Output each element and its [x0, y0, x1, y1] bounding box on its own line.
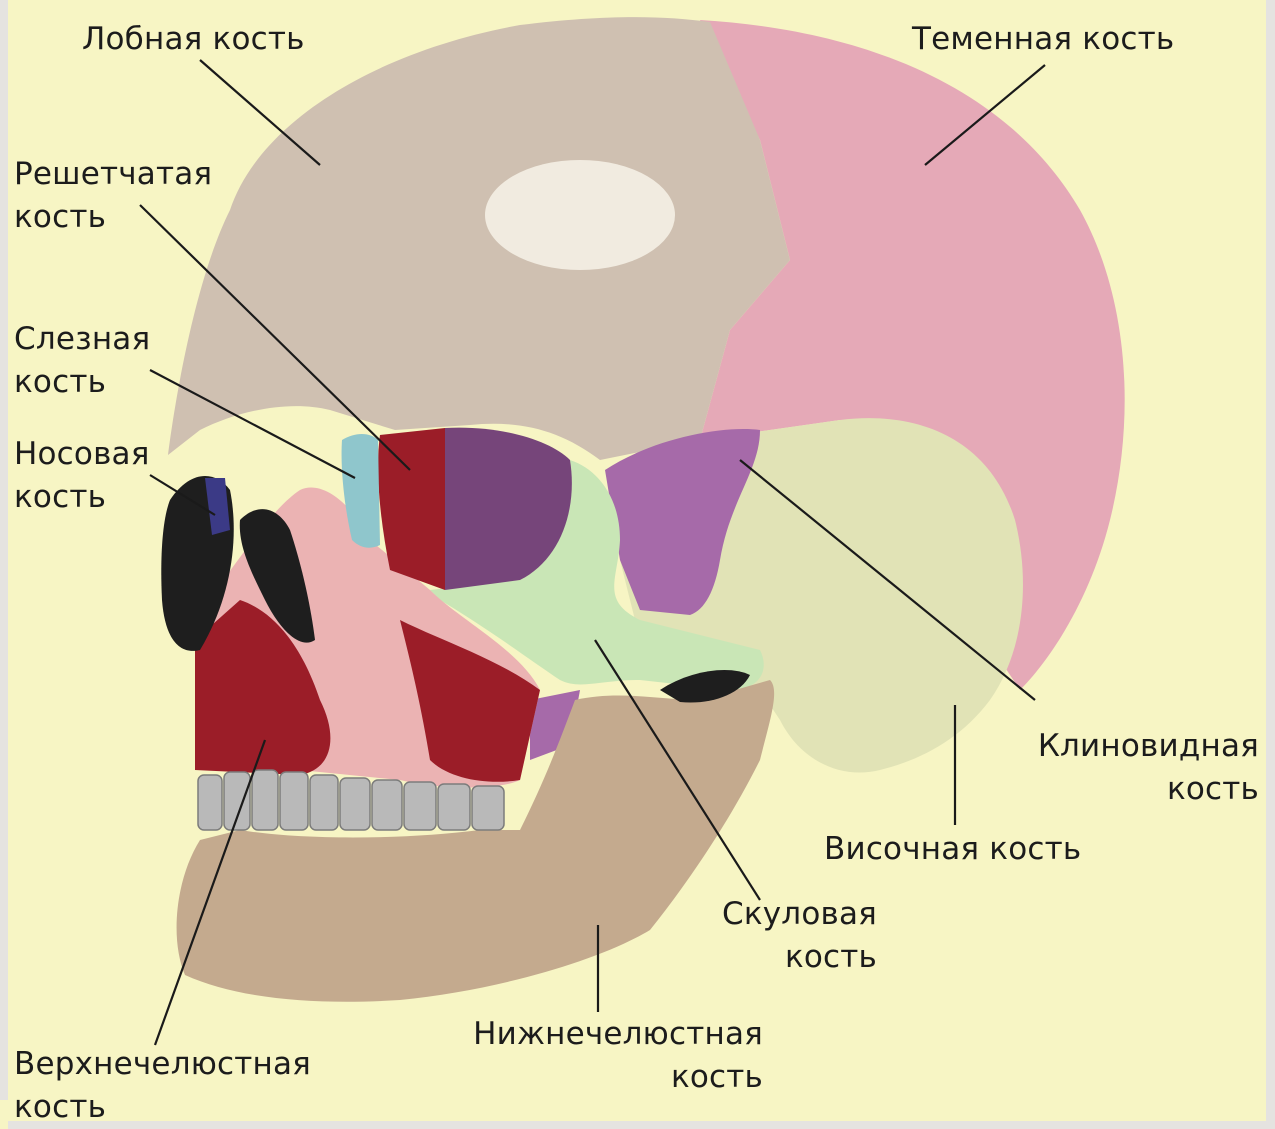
label-frontal-line1: Лобная кость	[82, 18, 305, 61]
label-mandible-bone: Нижнечелюстная кость	[455, 1013, 763, 1099]
label-nasal-bone: Носовая кость	[14, 433, 150, 519]
label-lacrimal-line1: Слезная	[14, 318, 150, 361]
label-mandible-line1: Нижнечелюстная	[455, 1013, 763, 1056]
label-nasal-line2: кость	[14, 476, 150, 519]
label-mandible-line2: кость	[455, 1056, 763, 1099]
label-temporal-line1: Височная кость	[824, 828, 1081, 871]
label-zygomatic-bone: Скуловая кость	[705, 893, 877, 979]
label-zygomatic-line1: Скуловая	[705, 893, 877, 936]
label-nasal-line1: Носовая	[14, 433, 150, 476]
frontal-highlight	[485, 160, 675, 270]
label-ethmoid-line1: Решетчатая	[14, 153, 212, 196]
frontal-bone	[168, 17, 790, 460]
label-frontal-bone: Лобная кость	[82, 18, 305, 61]
label-parietal-line1: Теменная кость	[912, 18, 1174, 61]
label-sphenoid-line1: Клиновидная	[1038, 725, 1259, 768]
label-sphenoid-line2: кость	[1038, 768, 1259, 811]
label-sphenoid-bone: Клиновидная кость	[1038, 725, 1259, 811]
leader-frontal	[200, 60, 320, 165]
label-parietal-bone: Теменная кость	[912, 18, 1174, 61]
label-ethmoid-bone: Решетчатая кость	[14, 153, 212, 239]
label-lacrimal-bone: Слезная кость	[14, 318, 150, 404]
label-maxilla-bone: Верхнечелюстная кость	[14, 1043, 311, 1129]
label-maxilla-line1: Верхнечелюстная	[14, 1043, 311, 1086]
label-maxilla-line2: кость	[14, 1086, 311, 1129]
label-ethmoid-line2: кость	[14, 196, 212, 239]
label-lacrimal-line2: кость	[14, 361, 150, 404]
label-zygomatic-line2: кость	[705, 936, 877, 979]
label-temporal-bone: Височная кость	[824, 828, 1081, 871]
